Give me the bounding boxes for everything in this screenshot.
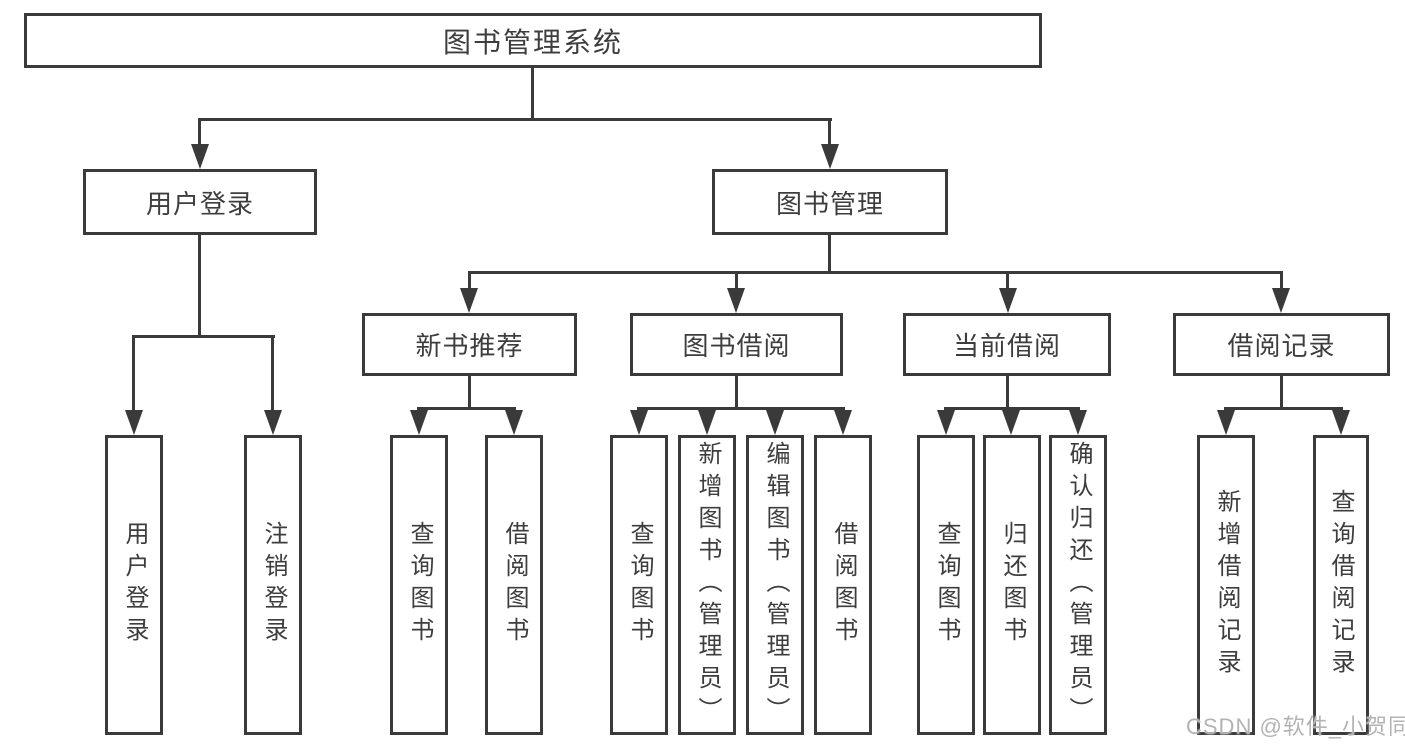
leaf-borrow-books-recommend: 借阅图书	[485, 435, 543, 735]
arrow-down-icon	[727, 288, 745, 313]
connector-line	[1224, 407, 1343, 410]
node-root: 图书管理系统	[24, 13, 1042, 68]
node-user-login: 用户登录	[83, 169, 317, 235]
connector-line	[828, 118, 831, 147]
arrow-down-icon	[766, 410, 784, 435]
watermark: CSDN @软件_小贺同学	[1186, 714, 1405, 739]
connector-line	[468, 271, 471, 291]
connector-line	[132, 335, 135, 412]
arrow-down-icon	[698, 410, 716, 435]
arrow-down-icon	[1272, 288, 1290, 313]
connector-line	[1006, 271, 1009, 291]
arrow-down-icon	[1069, 410, 1087, 435]
connector-line	[132, 335, 275, 338]
connector-line	[271, 335, 274, 412]
arrow-down-icon	[191, 144, 209, 169]
node-new-book-recommend: 新书推荐	[362, 313, 577, 376]
connector-line	[417, 407, 516, 410]
arrow-down-icon	[1002, 410, 1020, 435]
leaf-query-borrow-record: 查询借阅记录	[1313, 435, 1369, 735]
leaf-borrow-books: 借阅图书	[814, 435, 872, 735]
connector-line	[637, 407, 845, 410]
leaf-edit-book-admin: 编辑图书（管理员）	[746, 435, 804, 735]
leaf-query-books-recommend: 查询图书	[390, 435, 448, 735]
leaf-query-books-current: 查询图书	[917, 435, 975, 735]
connector-line	[198, 235, 201, 337]
connector-line	[198, 118, 832, 121]
connector-line	[735, 271, 738, 291]
connector-line	[944, 407, 1080, 410]
connector-line	[468, 271, 1282, 274]
leaf-return-books: 归还图书	[983, 435, 1041, 735]
connector-line	[1280, 376, 1283, 409]
connector-line	[198, 118, 201, 147]
arrow-down-icon	[410, 410, 428, 435]
connector-line	[468, 376, 471, 409]
leaf-user-login: 用户登录	[105, 435, 163, 735]
arrow-down-icon	[125, 410, 143, 435]
arrow-down-icon	[505, 410, 523, 435]
connector-line	[735, 376, 738, 409]
arrow-down-icon	[937, 410, 955, 435]
connector-line	[531, 68, 534, 120]
node-borrow-records: 借阅记录	[1173, 313, 1390, 376]
arrow-down-icon	[1217, 410, 1235, 435]
arrow-down-icon	[460, 288, 478, 313]
arrow-down-icon	[1332, 410, 1350, 435]
leaf-query-books-borrow: 查询图书	[610, 435, 668, 735]
leaf-add-borrow-record: 新增借阅记录	[1197, 435, 1255, 735]
arrow-down-icon	[834, 410, 852, 435]
node-book-borrow: 图书借阅	[630, 313, 843, 376]
arrow-down-icon	[999, 288, 1017, 313]
node-book-management: 图书管理	[712, 169, 948, 235]
leaf-add-book-admin: 新增图书（管理员）	[678, 435, 736, 735]
arrow-down-icon	[630, 410, 648, 435]
connector-line	[828, 235, 831, 273]
arrow-down-icon	[821, 144, 839, 169]
arrow-down-icon	[264, 410, 282, 435]
connector-line	[1006, 376, 1009, 409]
leaf-confirm-return-admin: 确认归还（管理员）	[1049, 435, 1107, 735]
connector-line	[1280, 271, 1283, 291]
node-current-borrow: 当前借阅	[903, 313, 1111, 376]
leaf-logout: 注销登录	[244, 435, 302, 735]
